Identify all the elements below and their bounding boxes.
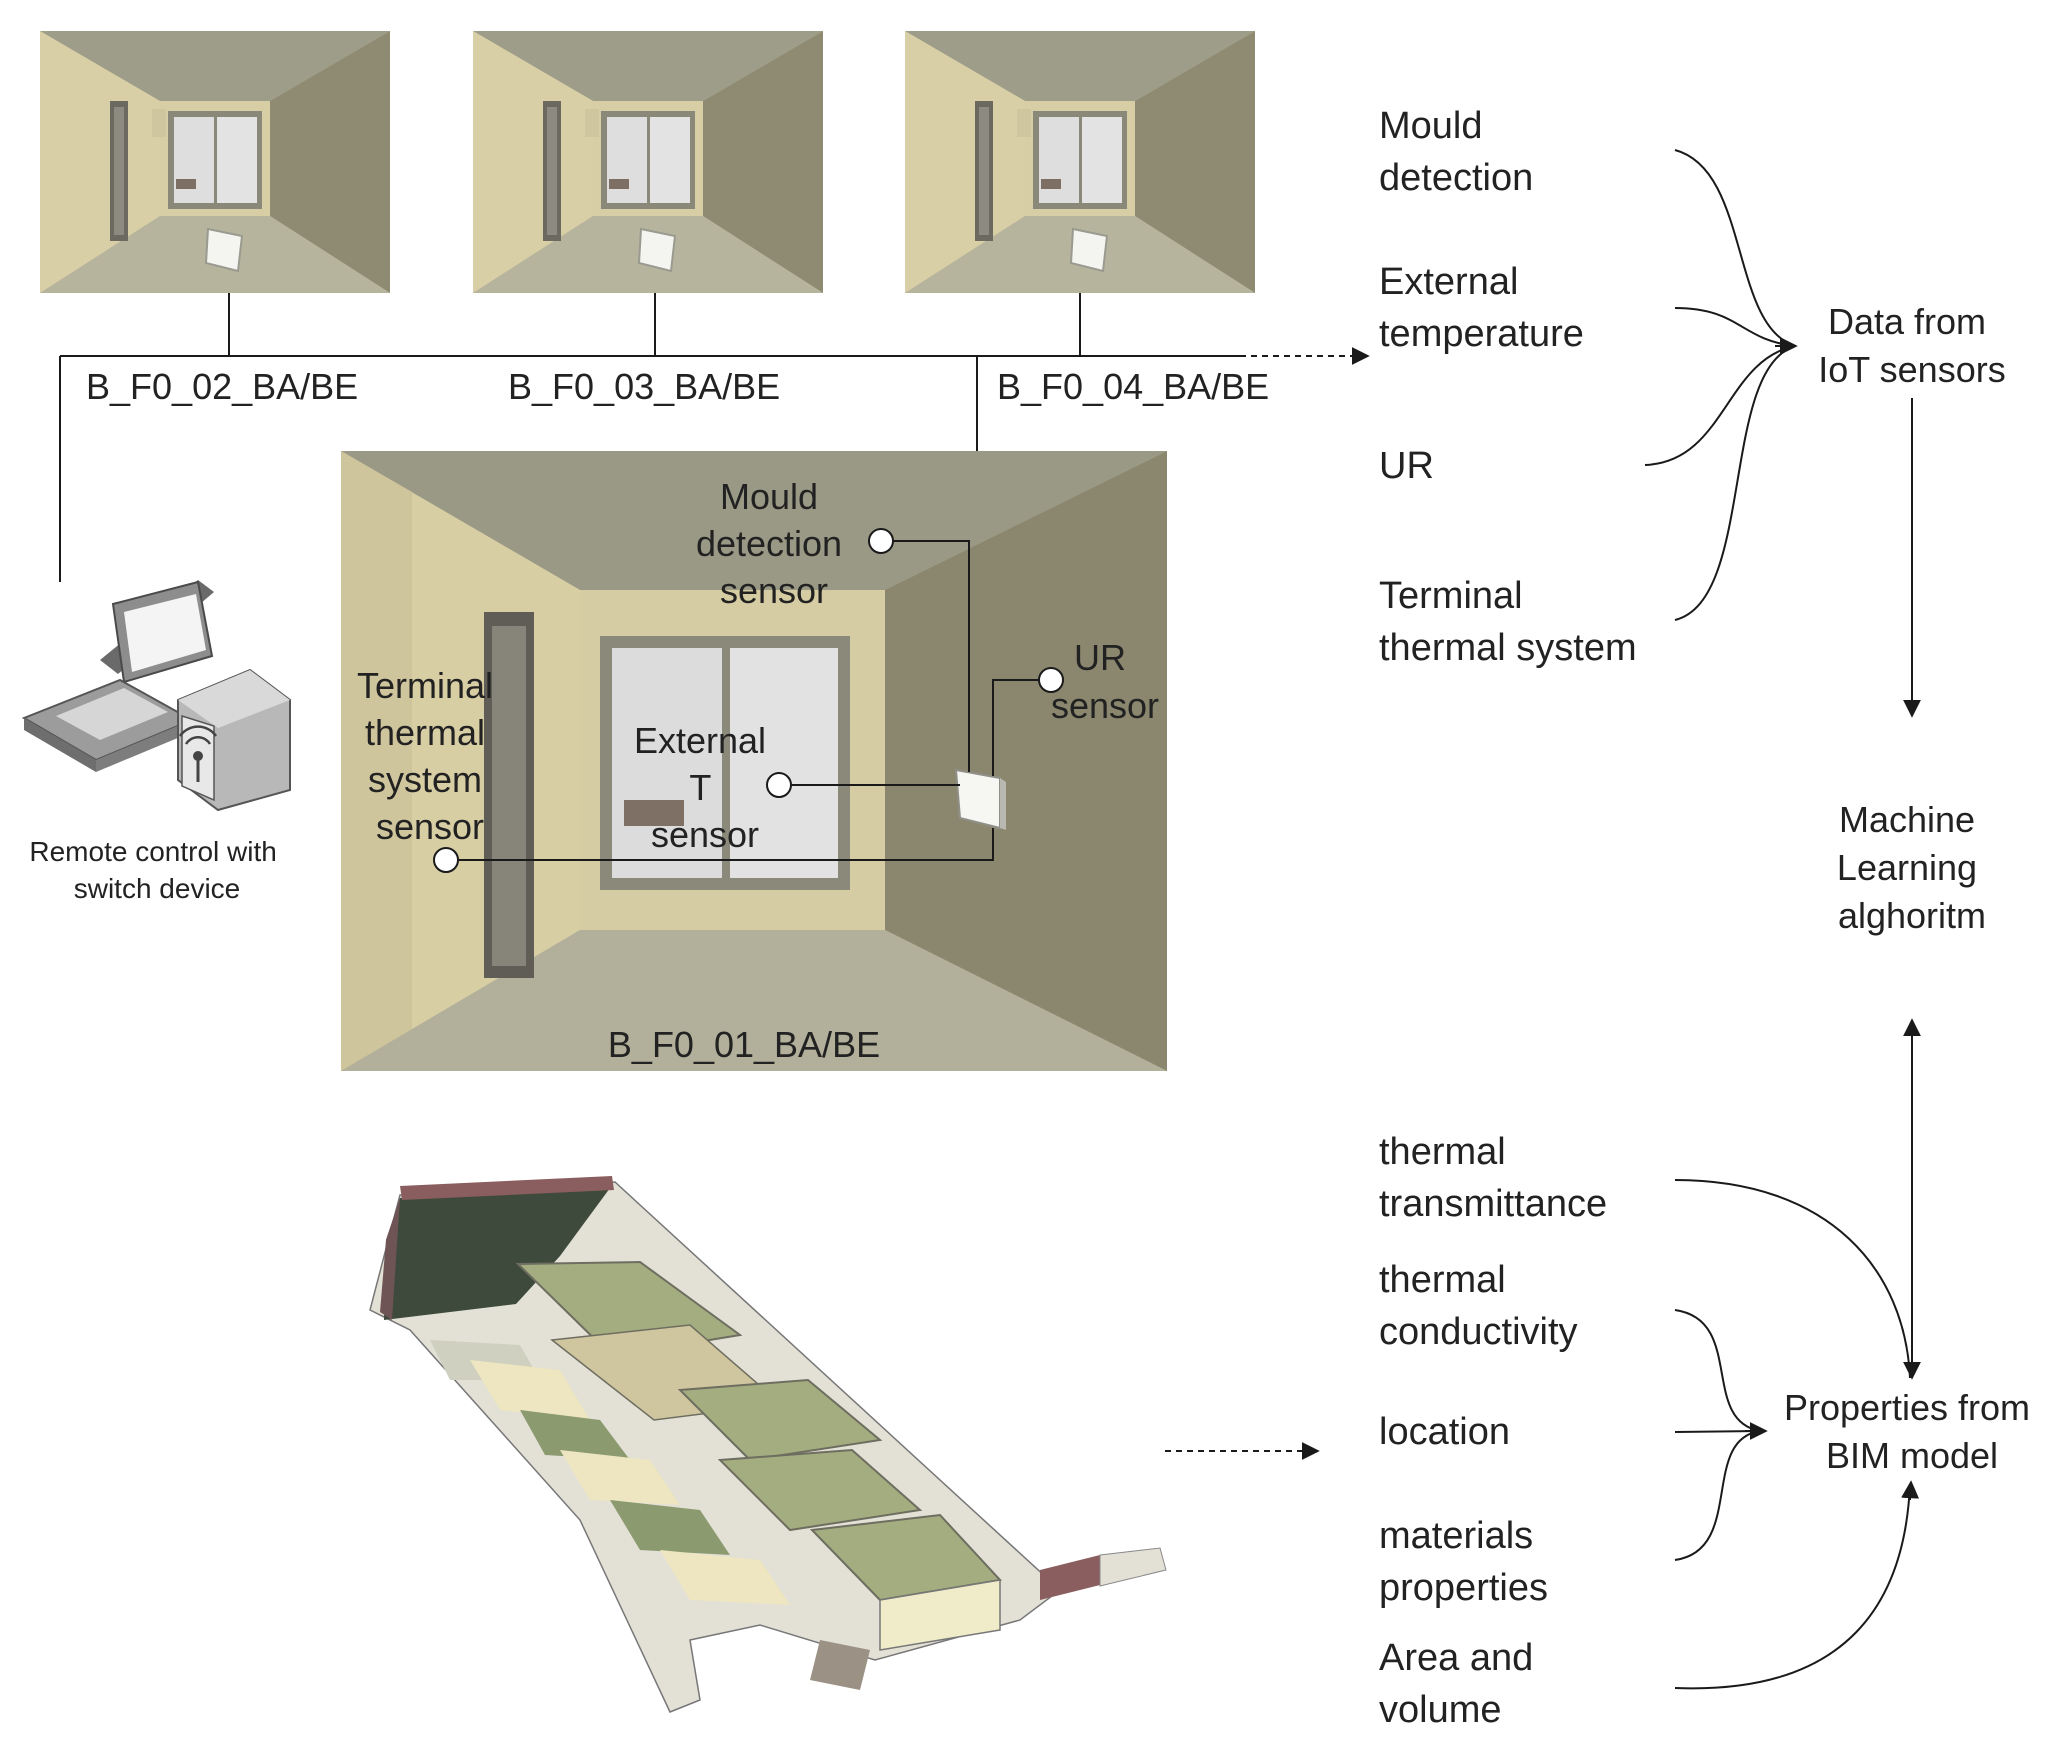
iot-input-ur: UR <box>1379 445 1434 487</box>
main-room-render <box>341 451 1167 1071</box>
iot-input-mould: Mould detection <box>1379 105 1533 199</box>
bim-input-thermal-conductivity: thermal conductivity <box>1379 1259 1578 1353</box>
iot-input-external-temperature: External temperature <box>1379 261 1584 355</box>
mould-sensor-label: Mould detection sensor <box>696 476 852 611</box>
external-t-sensor-marker <box>766 772 792 798</box>
external-t-sensor-label: External T sensor <box>634 720 776 855</box>
room-02-render <box>40 31 390 293</box>
room-03-label: B_F0_03_BA/BE <box>508 366 780 407</box>
terminal-sensor-marker <box>433 847 459 873</box>
room-02-label: B_F0_02_BA/BE <box>86 366 358 407</box>
terminal-sensor-label: Terminal thermal system sensor <box>357 665 503 847</box>
iot-brace-curves <box>1644 149 1796 621</box>
area-volume-arrowhead <box>1901 1480 1920 1501</box>
bim-input-thermal-transmittance: thermal transmittance <box>1379 1131 1607 1225</box>
bim-brace-curves <box>1674 1179 1911 1690</box>
room-04-label: B_F0_04_BA/BE <box>997 366 1269 407</box>
room-04-render <box>905 31 1255 293</box>
ml-algorithm-node: Machine Learning alghoritm <box>1837 799 1987 936</box>
bim-building-model <box>369 1176 1167 1713</box>
ur-sensor-marker <box>1038 667 1064 693</box>
bim-input-materials: materials properties <box>1379 1515 1548 1609</box>
ur-sensor-label: UR sensor <box>1051 637 1159 726</box>
sensor-wiring <box>446 540 1051 861</box>
remote-control-icon <box>21 580 291 812</box>
iot-input-terminal: Terminal thermal system <box>1379 575 1637 669</box>
iot-data-node: Data from IoT sensors <box>1818 301 2005 390</box>
main-room-label: B_F0_01_BA/BE <box>608 1024 880 1065</box>
bim-input-location: location <box>1379 1411 1510 1453</box>
room-03-render <box>473 31 823 293</box>
mould-sensor-marker <box>868 528 894 554</box>
bim-properties-node: Properties from BIM model <box>1784 1387 2040 1476</box>
remote-control-label: Remote control with switch device <box>29 836 284 904</box>
bim-input-area-volume: Area and volume <box>1379 1637 1544 1731</box>
